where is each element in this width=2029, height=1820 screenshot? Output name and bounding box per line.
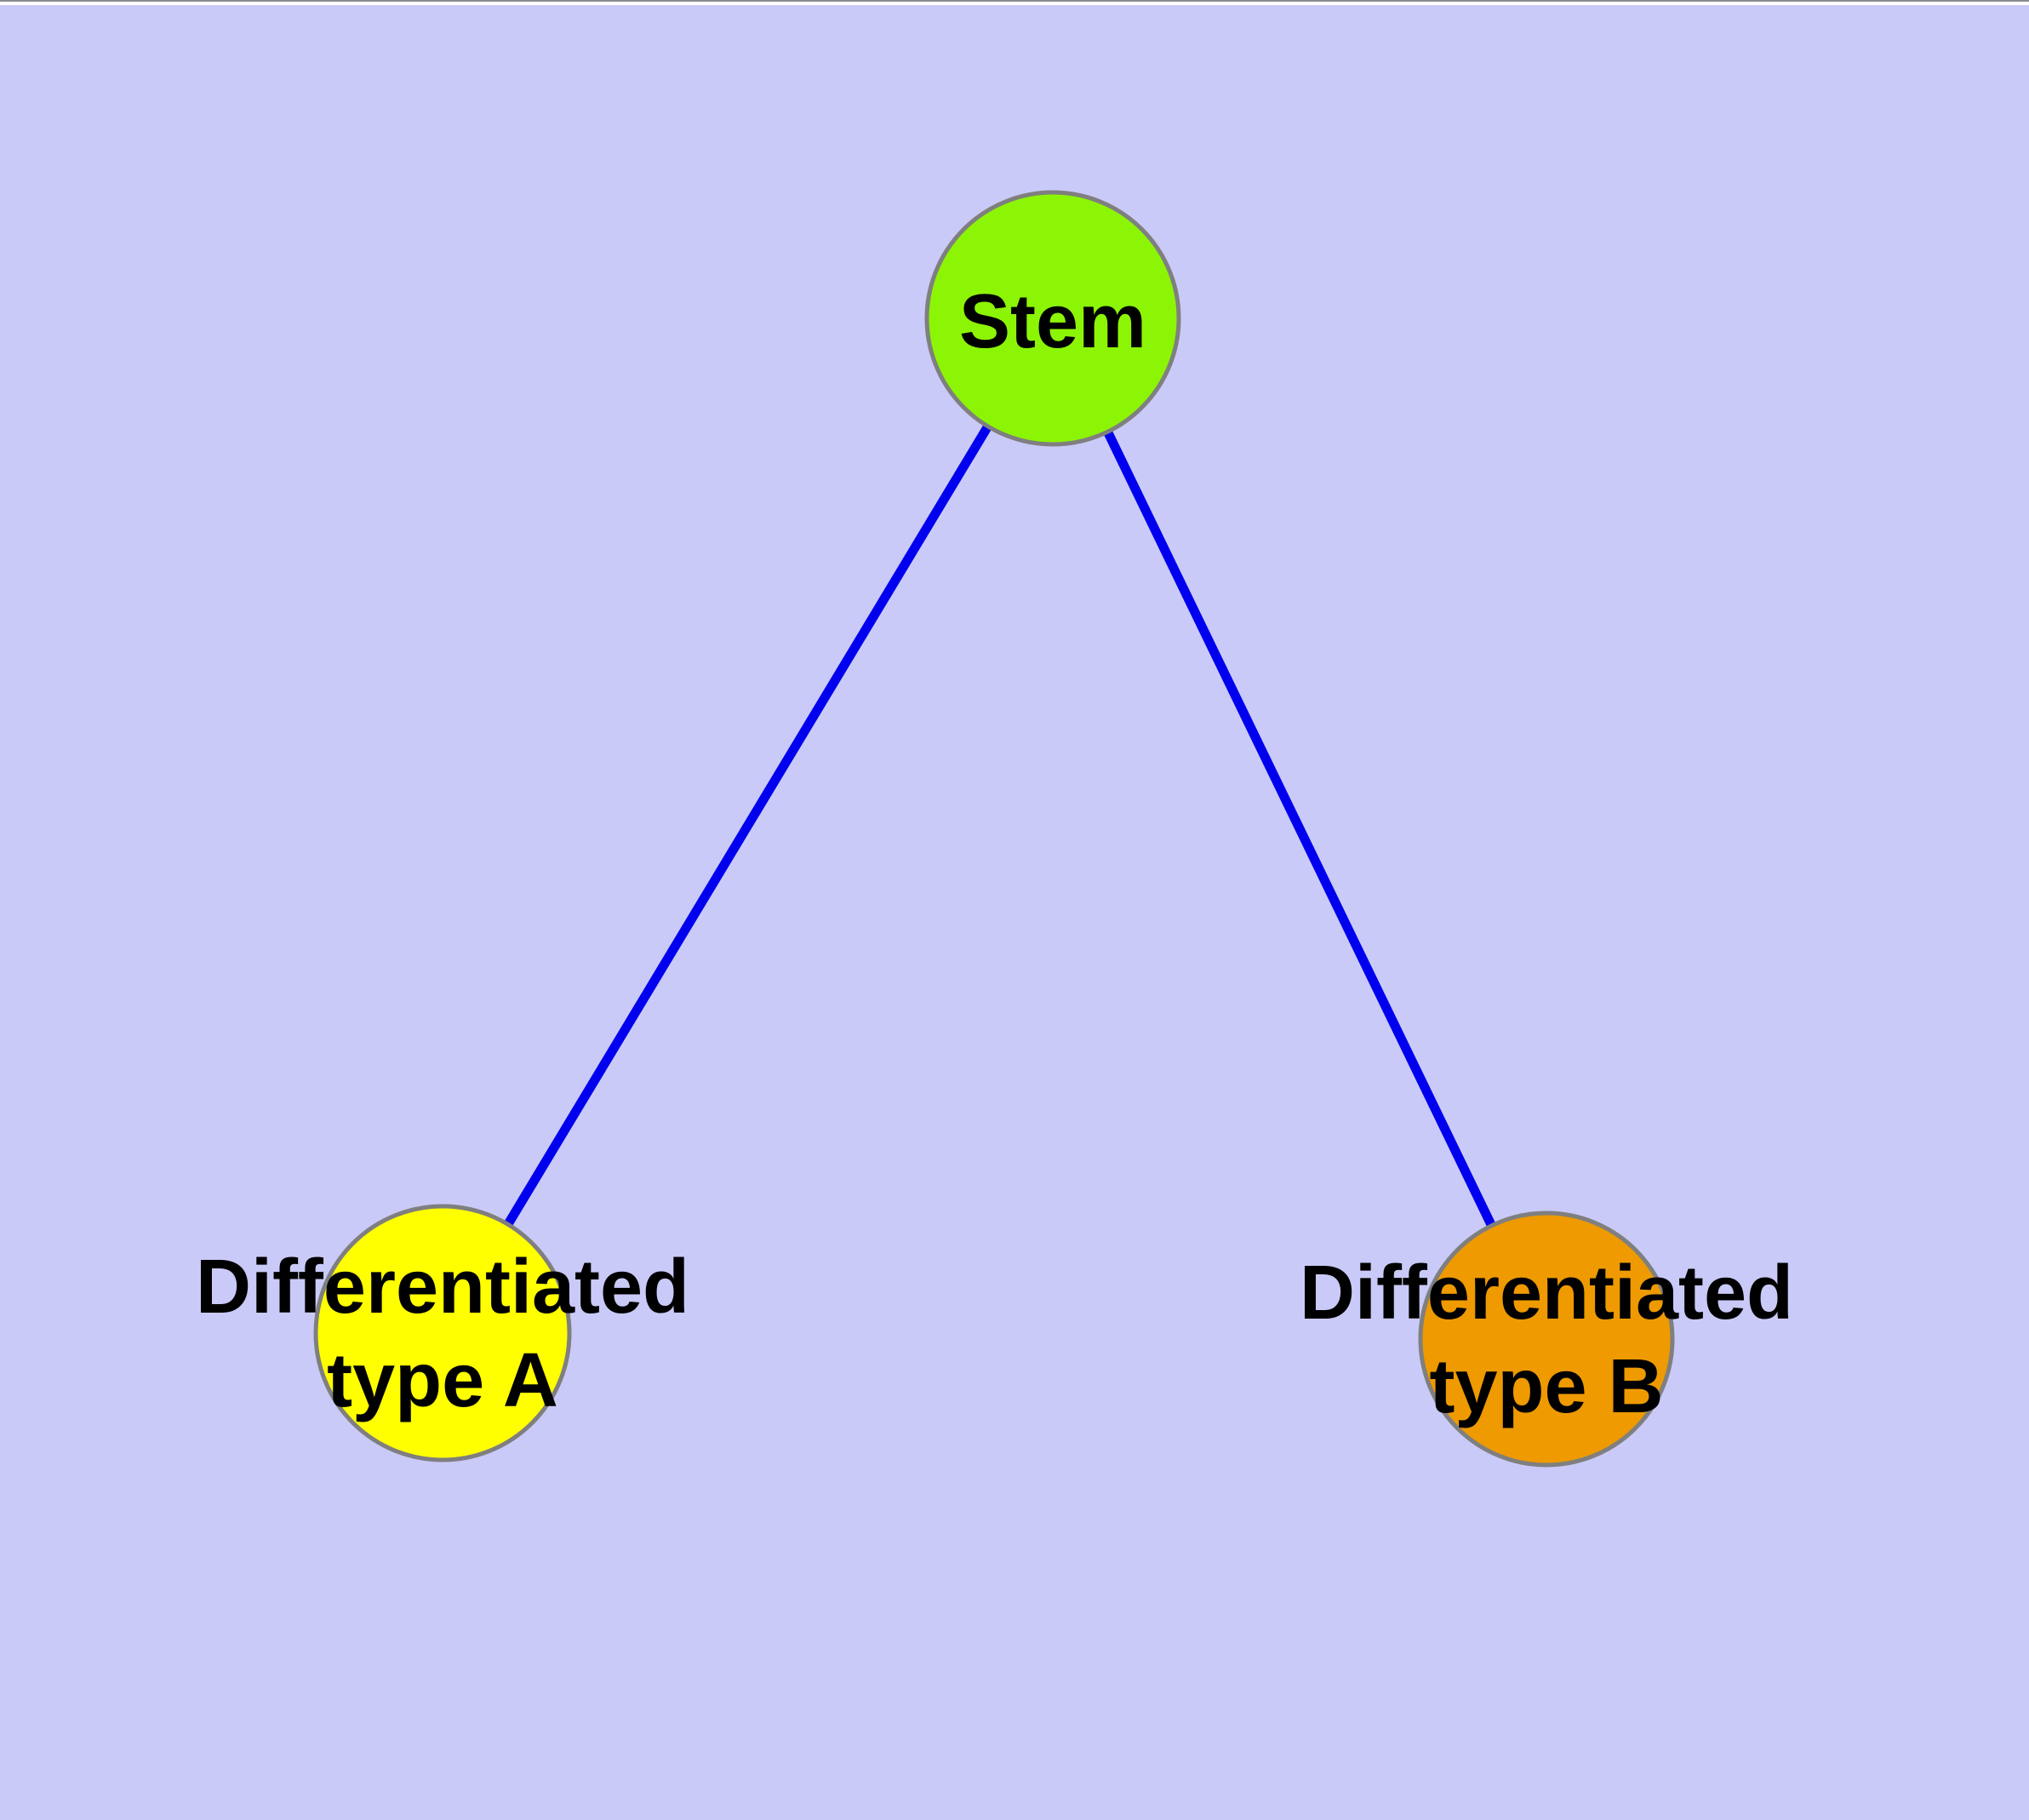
node-type-a-circle — [313, 1204, 572, 1462]
node-type-b-label-line2: type B — [1429, 1344, 1663, 1429]
edge-stem-to-type-b — [1049, 316, 1551, 1342]
node-stem-circle — [924, 190, 1181, 447]
node-type-b-label-line1: Differentiated — [1300, 1251, 1793, 1336]
edge-stem-to-type-a — [438, 316, 1057, 1336]
window-top-border — [0, 2, 2029, 5]
node-type-a-label-line1: Differentiated — [196, 1245, 689, 1330]
window-top-hairline — [0, 0, 2029, 2]
node-stem-label: Stem — [959, 279, 1146, 364]
node-type-a-label-line2: type A — [327, 1338, 558, 1423]
node-type-b-circle — [1418, 1210, 1675, 1468]
